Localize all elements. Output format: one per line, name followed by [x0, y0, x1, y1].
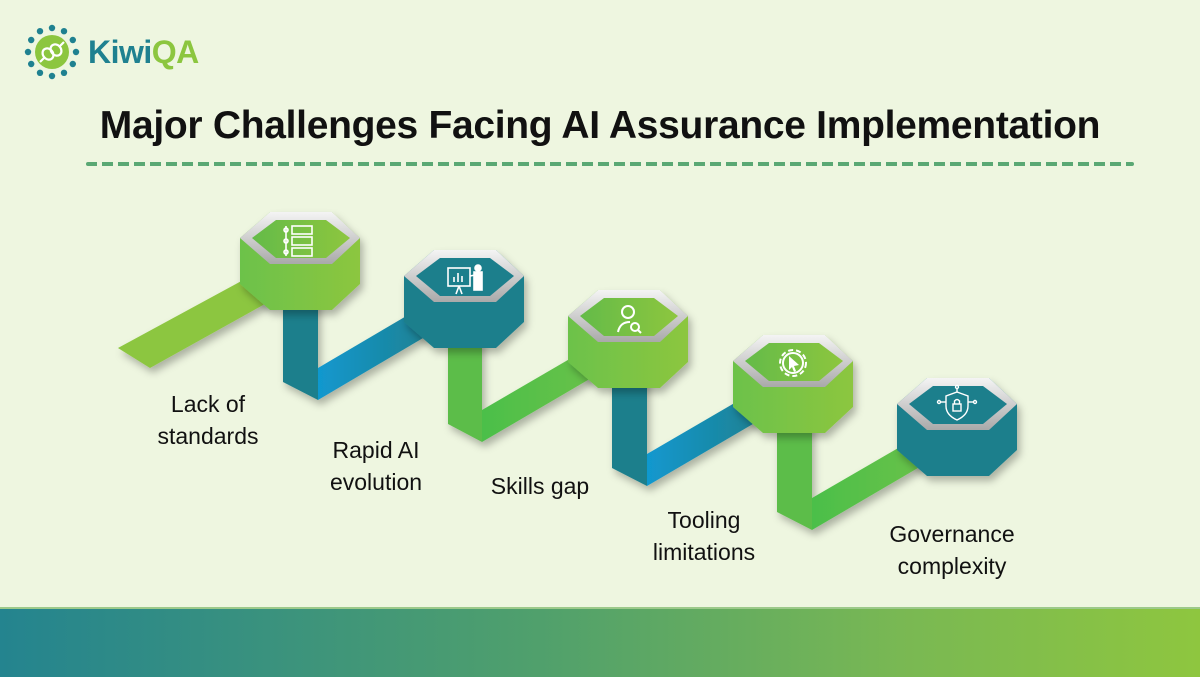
presentation-chart-icon [447, 264, 483, 295]
connector-strips [118, 272, 935, 530]
step-node-5 [897, 378, 1017, 476]
footer-gradient-band [0, 607, 1200, 677]
gear-cursor-icon [779, 349, 807, 377]
step-node-4 [733, 335, 853, 433]
page-title: Major Challenges Facing AI Assurance Imp… [99, 104, 1101, 147]
step-label-3: Skills gap [490, 473, 590, 499]
step-label-4: Tooling limitations [652, 507, 756, 565]
step-node-2 [404, 250, 524, 348]
shield-lock-icon [936, 384, 978, 421]
kiwiqa-logo: KiwiQA [24, 24, 199, 80]
step-label-2: Rapid AI evolution [329, 437, 423, 495]
dashed-divider [86, 162, 1134, 166]
step-label-1: Lack of standards [157, 391, 259, 449]
step-node-3 [568, 290, 688, 388]
step-label-5: Governance complexity [889, 521, 1015, 579]
step-node-1 [240, 212, 360, 310]
brand-name: KiwiQA [88, 33, 199, 70]
kiwi-link-logo-icon [24, 24, 80, 80]
process-list-icon [283, 225, 313, 257]
user-search-icon [617, 305, 642, 334]
